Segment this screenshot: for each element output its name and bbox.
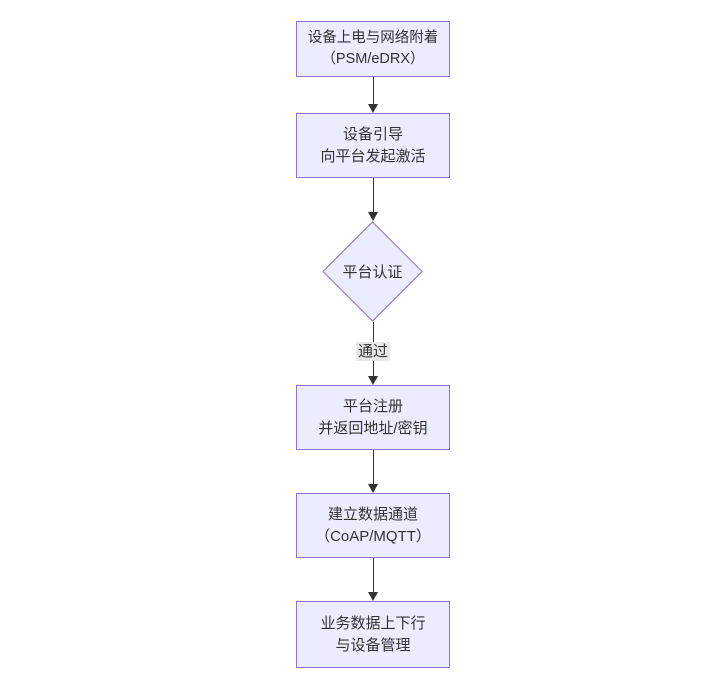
node-business-data: 业务数据上下行 与设备管理 [296, 601, 450, 668]
arrowhead-down-icon [368, 212, 378, 221]
edge-register-to-channel [372, 450, 374, 485]
node-platform-register-line2: 并返回地址/密钥 [318, 419, 428, 437]
node-power-attach: 设备上电与网络附着 （PSM/eDRX） [296, 21, 450, 77]
node-data-channel-line1: 建立数据通道 [327, 505, 418, 523]
arrowhead-down-icon [368, 484, 378, 493]
node-bootstrap-line1: 设备引导 [342, 125, 403, 143]
node-power-attach-line2: （PSM/eDRX） [321, 51, 425, 67]
node-bootstrap-line2: 向平台发起激活 [320, 147, 426, 165]
node-power-attach-line1: 设备上电与网络附着 [307, 30, 439, 46]
arrowhead-down-icon [368, 592, 378, 601]
edge-bootstrap-to-auth [372, 178, 374, 213]
node-business-data-line2: 与设备管理 [335, 636, 411, 654]
edge-label-pass: 通过 [355, 342, 391, 361]
arrowhead-down-icon [368, 104, 378, 113]
decision-platform-auth-label: 平台认证 [342, 264, 403, 281]
edge-channel-to-business [372, 558, 374, 593]
node-bootstrap: 设备引导 向平台发起激活 [296, 113, 450, 178]
node-platform-register: 平台注册 并返回地址/密钥 [296, 385, 450, 450]
decision-platform-auth: 平台认证 [322, 221, 423, 322]
node-platform-register-line1: 平台注册 [342, 397, 403, 415]
node-data-channel-line2: （CoAP/MQTT） [315, 527, 431, 545]
node-business-data-line1: 业务数据上下行 [320, 614, 426, 632]
edge-power-to-bootstrap [372, 77, 374, 105]
node-data-channel: 建立数据通道 （CoAP/MQTT） [296, 493, 450, 558]
arrowhead-down-icon [368, 376, 378, 385]
